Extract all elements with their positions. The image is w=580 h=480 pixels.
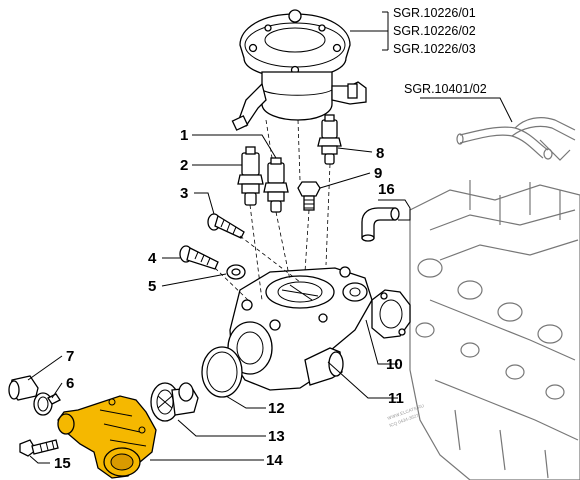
callout-8: 8	[376, 145, 384, 162]
washer-5	[226, 264, 246, 280]
temperature-sensor-8	[317, 114, 342, 165]
hose-clamp-6	[33, 392, 61, 416]
callout-13: 13	[268, 428, 285, 445]
leader-lines	[27, 11, 513, 464]
plug-bolt-9	[297, 181, 321, 211]
callout-14: 14	[266, 452, 283, 469]
elbow-fitting-16	[361, 207, 400, 242]
screw-15	[19, 439, 59, 457]
coolant-hose	[456, 117, 576, 161]
hose-ref: SGR.10401/02	[404, 82, 487, 96]
callout-15: 15	[54, 455, 71, 472]
callout-7: 7	[66, 348, 74, 365]
callout-2: 2	[180, 157, 188, 174]
fitting-7	[8, 375, 39, 401]
vacuum-pump-ref-3: SGR.10226/03	[393, 42, 476, 56]
bolt-4	[179, 245, 219, 270]
callout-4: 4	[148, 250, 157, 267]
callout-1: 1	[180, 127, 188, 144]
callout-5: 5	[148, 278, 156, 295]
thermostat-housing-11	[227, 266, 373, 391]
thermostat-13	[150, 382, 199, 422]
engine-block-outline	[409, 180, 580, 480]
vacuum-pump	[231, 9, 367, 131]
temperature-sensor-2	[237, 146, 264, 206]
callout-12: 12	[268, 400, 285, 417]
screw-3	[207, 213, 245, 239]
callout-3: 3	[180, 185, 188, 202]
vacuum-pump-ref-2: SGR.10226/02	[393, 24, 476, 38]
callout-6: 6	[66, 375, 74, 392]
callout-16: 16	[378, 181, 395, 198]
callout-9: 9	[374, 165, 382, 182]
gasket-10	[371, 289, 411, 339]
callout-11: 11	[388, 390, 404, 407]
temperature-sensor-1	[263, 157, 289, 213]
o-ring-12	[201, 346, 243, 398]
callout-10: 10	[386, 356, 403, 373]
water-outlet-housing-14	[57, 395, 157, 479]
vacuum-pump-ref-1: SGR.10226/01	[393, 6, 476, 20]
